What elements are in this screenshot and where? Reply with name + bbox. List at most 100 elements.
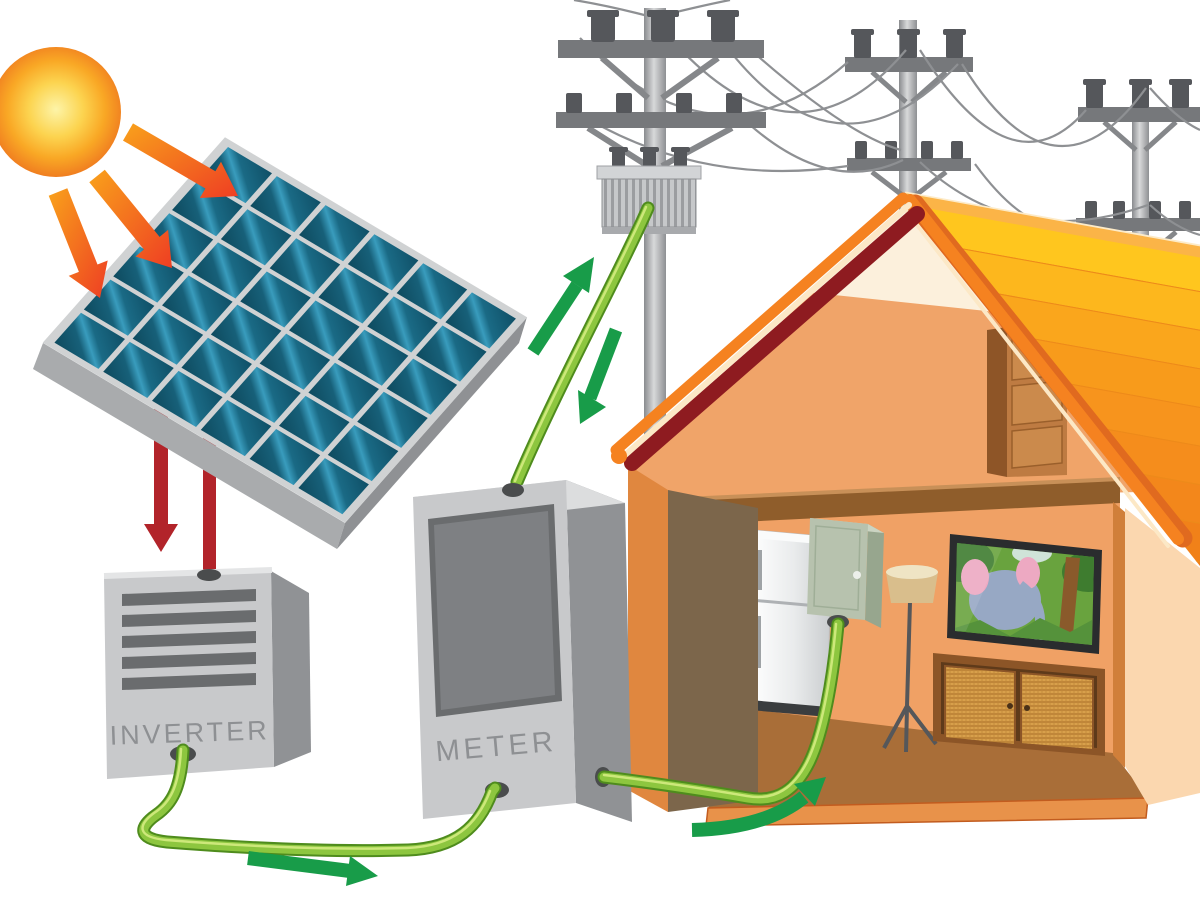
solar-cell bbox=[249, 429, 321, 486]
solar-cell bbox=[386, 358, 458, 415]
solar-cell bbox=[220, 209, 292, 266]
roof-tip-cap bbox=[611, 448, 627, 464]
crossarm bbox=[558, 40, 764, 58]
solar-cell bbox=[357, 391, 428, 448]
inverter-label: INVERTER bbox=[109, 715, 270, 751]
sunbeam-arrow bbox=[89, 169, 172, 268]
power-line bbox=[736, 112, 904, 173]
crossarm bbox=[1078, 107, 1200, 122]
inverter: INVERTER bbox=[103, 567, 311, 779]
tv-elephant-ear bbox=[1016, 557, 1040, 589]
cable-inverter-to-meter bbox=[137, 743, 502, 858]
cable-meter-to-house bbox=[597, 617, 845, 806]
pole-brace bbox=[600, 55, 720, 101]
roof-cut-trim bbox=[610, 192, 909, 456]
solar-cell bbox=[181, 337, 252, 394]
left-wall-outer bbox=[628, 465, 668, 812]
inverter-vents bbox=[122, 589, 256, 690]
inverter-top-edge bbox=[103, 567, 273, 579]
solar-cell bbox=[396, 263, 468, 320]
flow-arrow-up-shaft bbox=[527, 281, 583, 356]
solar-cell bbox=[142, 213, 214, 270]
solar-cell bbox=[269, 238, 341, 295]
utility-pole-main bbox=[556, 8, 766, 523]
lamp-shade bbox=[886, 572, 938, 603]
solar-cell bbox=[191, 242, 262, 299]
cabinet-door bbox=[944, 664, 1016, 747]
ceiling bbox=[662, 481, 1120, 527]
solar-cell bbox=[259, 333, 331, 390]
fridge-plinth bbox=[750, 700, 828, 717]
solar-cell bbox=[318, 267, 389, 324]
flow-arrow-up-head bbox=[563, 257, 594, 293]
solar-cell bbox=[367, 296, 438, 353]
solar-cell bbox=[337, 329, 409, 386]
flow-arrow-into-house bbox=[691, 777, 826, 837]
ridge-highlight bbox=[904, 191, 1200, 248]
sunbeam-arrow bbox=[123, 123, 238, 198]
sunbeam-arrow bbox=[48, 188, 108, 298]
ceiling-edge bbox=[662, 477, 1120, 503]
power-line bbox=[919, 49, 1087, 143]
solar-cell bbox=[230, 366, 301, 423]
lamp-shade-top bbox=[886, 565, 938, 579]
solar-cell bbox=[132, 308, 204, 365]
meter-side bbox=[566, 480, 632, 822]
ridge-trim bbox=[901, 193, 1200, 258]
power-line bbox=[741, 41, 902, 152]
breaker-panel-door bbox=[807, 518, 868, 620]
breaker-panel-side bbox=[865, 524, 884, 628]
flow-arrow-down-head bbox=[578, 390, 606, 424]
crossarm bbox=[847, 158, 971, 171]
pole-post bbox=[899, 20, 917, 240]
solar-cell bbox=[289, 300, 360, 357]
gable-upper-wall bbox=[806, 206, 996, 312]
crossarm bbox=[845, 57, 973, 72]
flow-arrow-inverter-to-meter bbox=[247, 851, 378, 886]
panel-edge-thickness-right bbox=[337, 317, 527, 549]
solar-cell bbox=[200, 399, 272, 457]
cabinet-door bbox=[1020, 671, 1094, 752]
panel-edge-thickness bbox=[33, 343, 345, 549]
inverter-top-hole bbox=[197, 569, 221, 581]
transformer-cap bbox=[596, 165, 702, 180]
solar-cell bbox=[162, 275, 233, 332]
solar-cell bbox=[298, 458, 369, 515]
cable-core bbox=[512, 203, 653, 487]
power-line bbox=[654, 19, 907, 114]
solar-cell bbox=[416, 325, 487, 382]
solar-cell bbox=[278, 395, 350, 453]
solar-cell bbox=[299, 205, 370, 262]
sun bbox=[0, 47, 121, 177]
power-line bbox=[1149, 204, 1200, 237]
floor-front-edge bbox=[705, 797, 1149, 827]
left-wall-inner bbox=[668, 490, 758, 812]
tv-tree-trunk bbox=[1058, 557, 1080, 645]
transformer-base bbox=[602, 227, 696, 234]
solar-cell bbox=[201, 147, 273, 204]
flow-arrow-down-shaft bbox=[583, 327, 623, 401]
solar-cell bbox=[250, 176, 321, 233]
interior-corner bbox=[1113, 502, 1125, 768]
solar-cell bbox=[240, 271, 311, 328]
solar-cell bbox=[152, 370, 223, 428]
insulators bbox=[851, 29, 966, 58]
inverter-side bbox=[271, 571, 311, 767]
tv-cartoon bbox=[955, 543, 1094, 645]
meter-top-hole bbox=[502, 483, 524, 497]
cable-highlight bbox=[513, 205, 648, 483]
roof-cut-highlight bbox=[621, 202, 912, 459]
television bbox=[947, 534, 1102, 654]
power-line bbox=[961, 63, 1147, 148]
insulators bbox=[587, 10, 739, 42]
utility-pole-middle bbox=[845, 20, 973, 240]
lamp-tripod bbox=[882, 601, 938, 753]
meter-screen bbox=[434, 511, 555, 710]
power-line bbox=[1149, 87, 1200, 132]
solar-panel-cells bbox=[54, 147, 516, 515]
power-line bbox=[577, 112, 849, 173]
solar-cell bbox=[103, 341, 174, 398]
eave-highlight bbox=[901, 205, 1170, 548]
